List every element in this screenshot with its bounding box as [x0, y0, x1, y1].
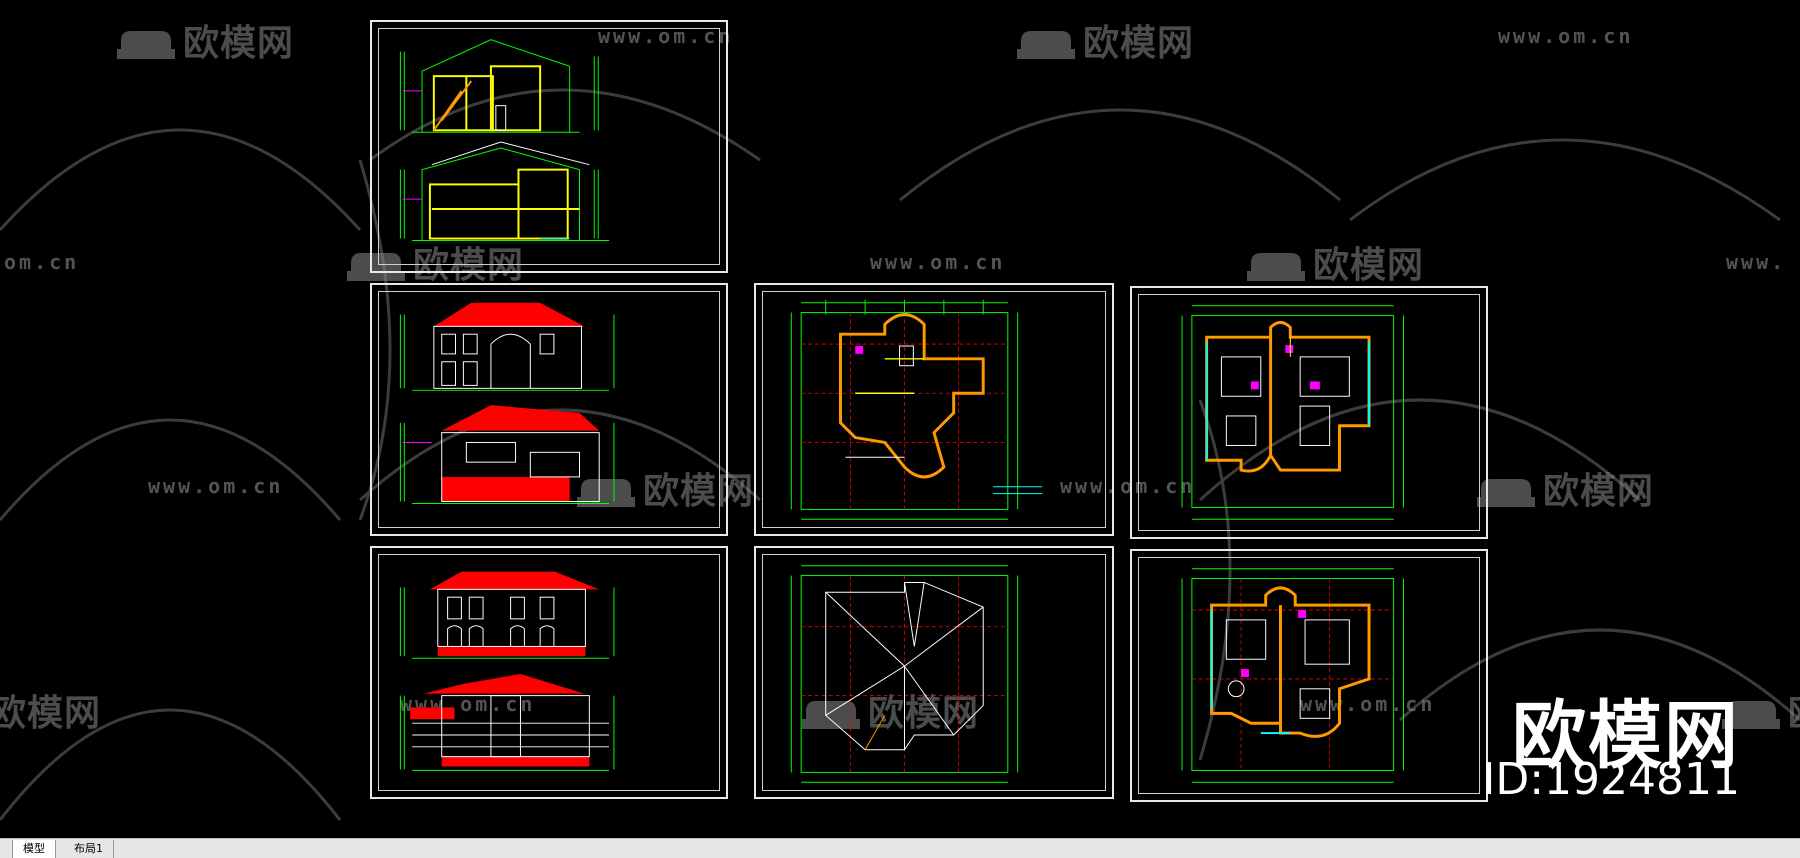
roof-plan-drawing [790, 565, 1019, 783]
watermark-url: www. [1726, 250, 1787, 274]
sofa-icon [1247, 253, 1305, 281]
watermark-logo: 欧模网 [1245, 236, 1424, 288]
sofa-icon [577, 479, 635, 507]
model-id-label: ID:1924811 [1482, 754, 1740, 805]
floor-plan-drawing [790, 299, 1043, 520]
cad-model-space[interactable]: 欧模网 欧模网 欧模网 欧模网 欧模网 欧模网 欧模网 欧模网 欧模网 www.… [0, 0, 1800, 838]
sheet-frame [1138, 557, 1480, 794]
watermark-logo: 欧模网 [575, 462, 754, 514]
watermark-url: www.om.cn [148, 474, 284, 498]
elevation-sheet-1[interactable] [370, 283, 728, 536]
section-sheet[interactable] [370, 20, 728, 273]
brand-logo-text: 欧模网 [1512, 693, 1740, 779]
watermark-url: www.om.cn [1498, 24, 1634, 48]
sheet-frame [762, 291, 1106, 528]
floor-plan-drawing [1181, 568, 1404, 783]
watermark-logo: 欧模网 [0, 693, 102, 734]
elevation-drawing [399, 302, 615, 504]
watermark-logo: 欧模网 [800, 684, 979, 736]
watermark-logo: 欧模网 [345, 236, 524, 288]
sheet-frame [762, 554, 1106, 791]
sofa-icon [1017, 31, 1075, 59]
sheet-frame [378, 554, 720, 791]
sheet-frame [1138, 294, 1480, 531]
tab-layout1[interactable]: 布局1 [64, 840, 114, 858]
sofa-icon [347, 253, 405, 281]
third-floor-plan-sheet[interactable] [1130, 549, 1488, 802]
sofa-icon [1722, 701, 1780, 729]
sofa-icon [117, 31, 175, 59]
elevation-drawing [399, 571, 615, 771]
section-drawing [399, 39, 610, 241]
watermark-url: om.cn [4, 250, 80, 274]
watermark-logo: 欧模网 [1720, 684, 1800, 736]
second-floor-plan-sheet[interactable] [1130, 286, 1488, 539]
watermark-url: www.om.cn [1300, 692, 1436, 716]
watermark-logo: 欧模网 [1015, 14, 1194, 66]
watermark-logo: 欧模网 [1475, 462, 1654, 514]
tab-model[interactable]: 模型 [12, 840, 56, 858]
floor-plan-drawing [1181, 305, 1404, 520]
sofa-icon [802, 701, 860, 729]
sofa-icon [1477, 479, 1535, 507]
roof-plan-sheet[interactable] [754, 546, 1114, 799]
ground-floor-plan-sheet[interactable] [754, 283, 1114, 536]
sheet-frame [378, 28, 720, 265]
watermark-logo: 欧模网 [115, 14, 294, 66]
sheet-frame [378, 291, 720, 528]
elevation-sheet-2[interactable] [370, 546, 728, 799]
watermark-url: www.om.cn [1060, 474, 1196, 498]
watermark-url: www.om.cn [870, 250, 1006, 274]
layout-tab-bar: 模型 布局1 [0, 838, 1800, 858]
